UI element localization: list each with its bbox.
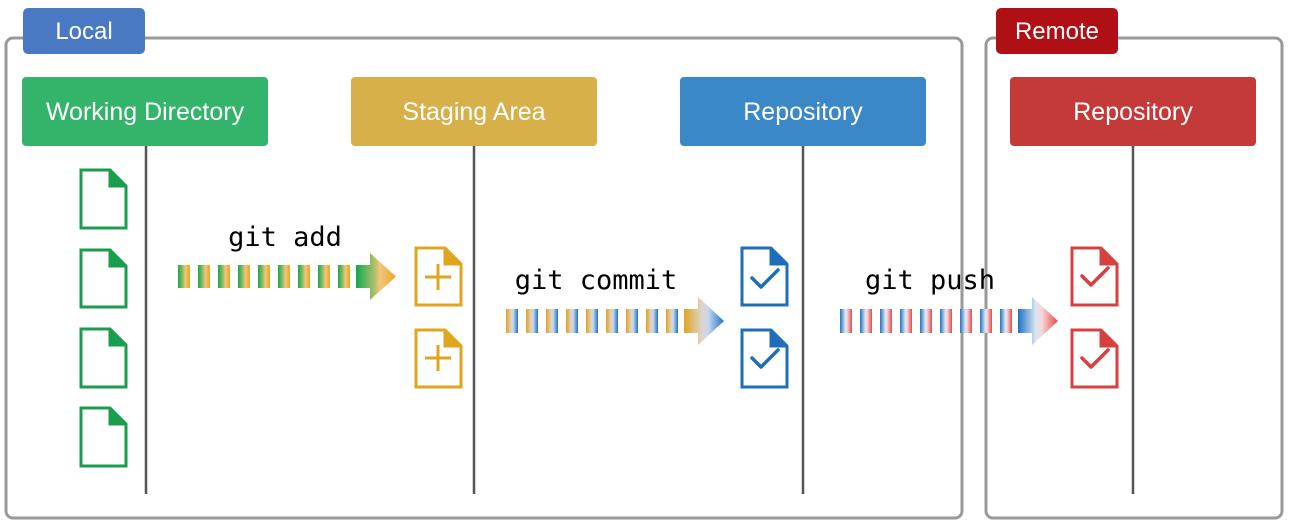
file-icon — [79, 406, 128, 468]
staging-area-files — [414, 246, 463, 389]
local-group: Local — [4, 8, 964, 520]
remote-group-label: Remote — [1015, 18, 1099, 45]
file-check-icon — [740, 328, 789, 389]
file-icon — [79, 248, 128, 309]
remote-repository-box — [1010, 77, 1256, 146]
local-group-tab — [23, 8, 145, 54]
remote-repository-label: Repository — [1073, 98, 1193, 126]
staging-area-label: Staging Area — [402, 98, 545, 126]
file-check-icon — [1070, 246, 1119, 307]
git-push-label: git push — [865, 265, 995, 296]
remote-group-tab — [996, 8, 1118, 54]
file-plus-icon — [414, 328, 463, 389]
remote-repository-files — [1070, 246, 1119, 389]
remote-frame — [984, 36, 1284, 520]
git-add-arrow — [178, 253, 396, 300]
staging-area-box — [351, 77, 597, 146]
file-check-icon — [740, 246, 789, 307]
column-working-directory-header: Working Directory — [22, 77, 268, 146]
git-push-arrow — [840, 297, 1058, 345]
lifelines — [144, 146, 1135, 494]
local-group-label: Local — [55, 18, 112, 45]
file-icon — [79, 168, 128, 230]
local-repository-box — [680, 77, 926, 146]
file-icon — [79, 327, 128, 389]
git-commit-label: git commit — [515, 265, 678, 296]
working-directory-files — [79, 168, 128, 468]
local-repository-label: Repository — [743, 98, 863, 126]
working-directory-label: Working Directory — [46, 98, 245, 126]
file-plus-icon — [414, 246, 463, 307]
column-local-repository-header: Repository — [680, 77, 926, 146]
column-remote-repository-header: Repository — [1010, 77, 1256, 146]
git-add-label: git add — [228, 222, 342, 253]
local-frame — [4, 36, 964, 520]
working-directory-box — [22, 77, 268, 146]
remote-group: Remote — [984, 8, 1284, 520]
column-staging-area-header: Staging Area — [351, 77, 597, 146]
local-repository-files — [740, 246, 789, 389]
git-commit-arrow — [506, 297, 724, 345]
file-check-icon — [1070, 328, 1119, 389]
